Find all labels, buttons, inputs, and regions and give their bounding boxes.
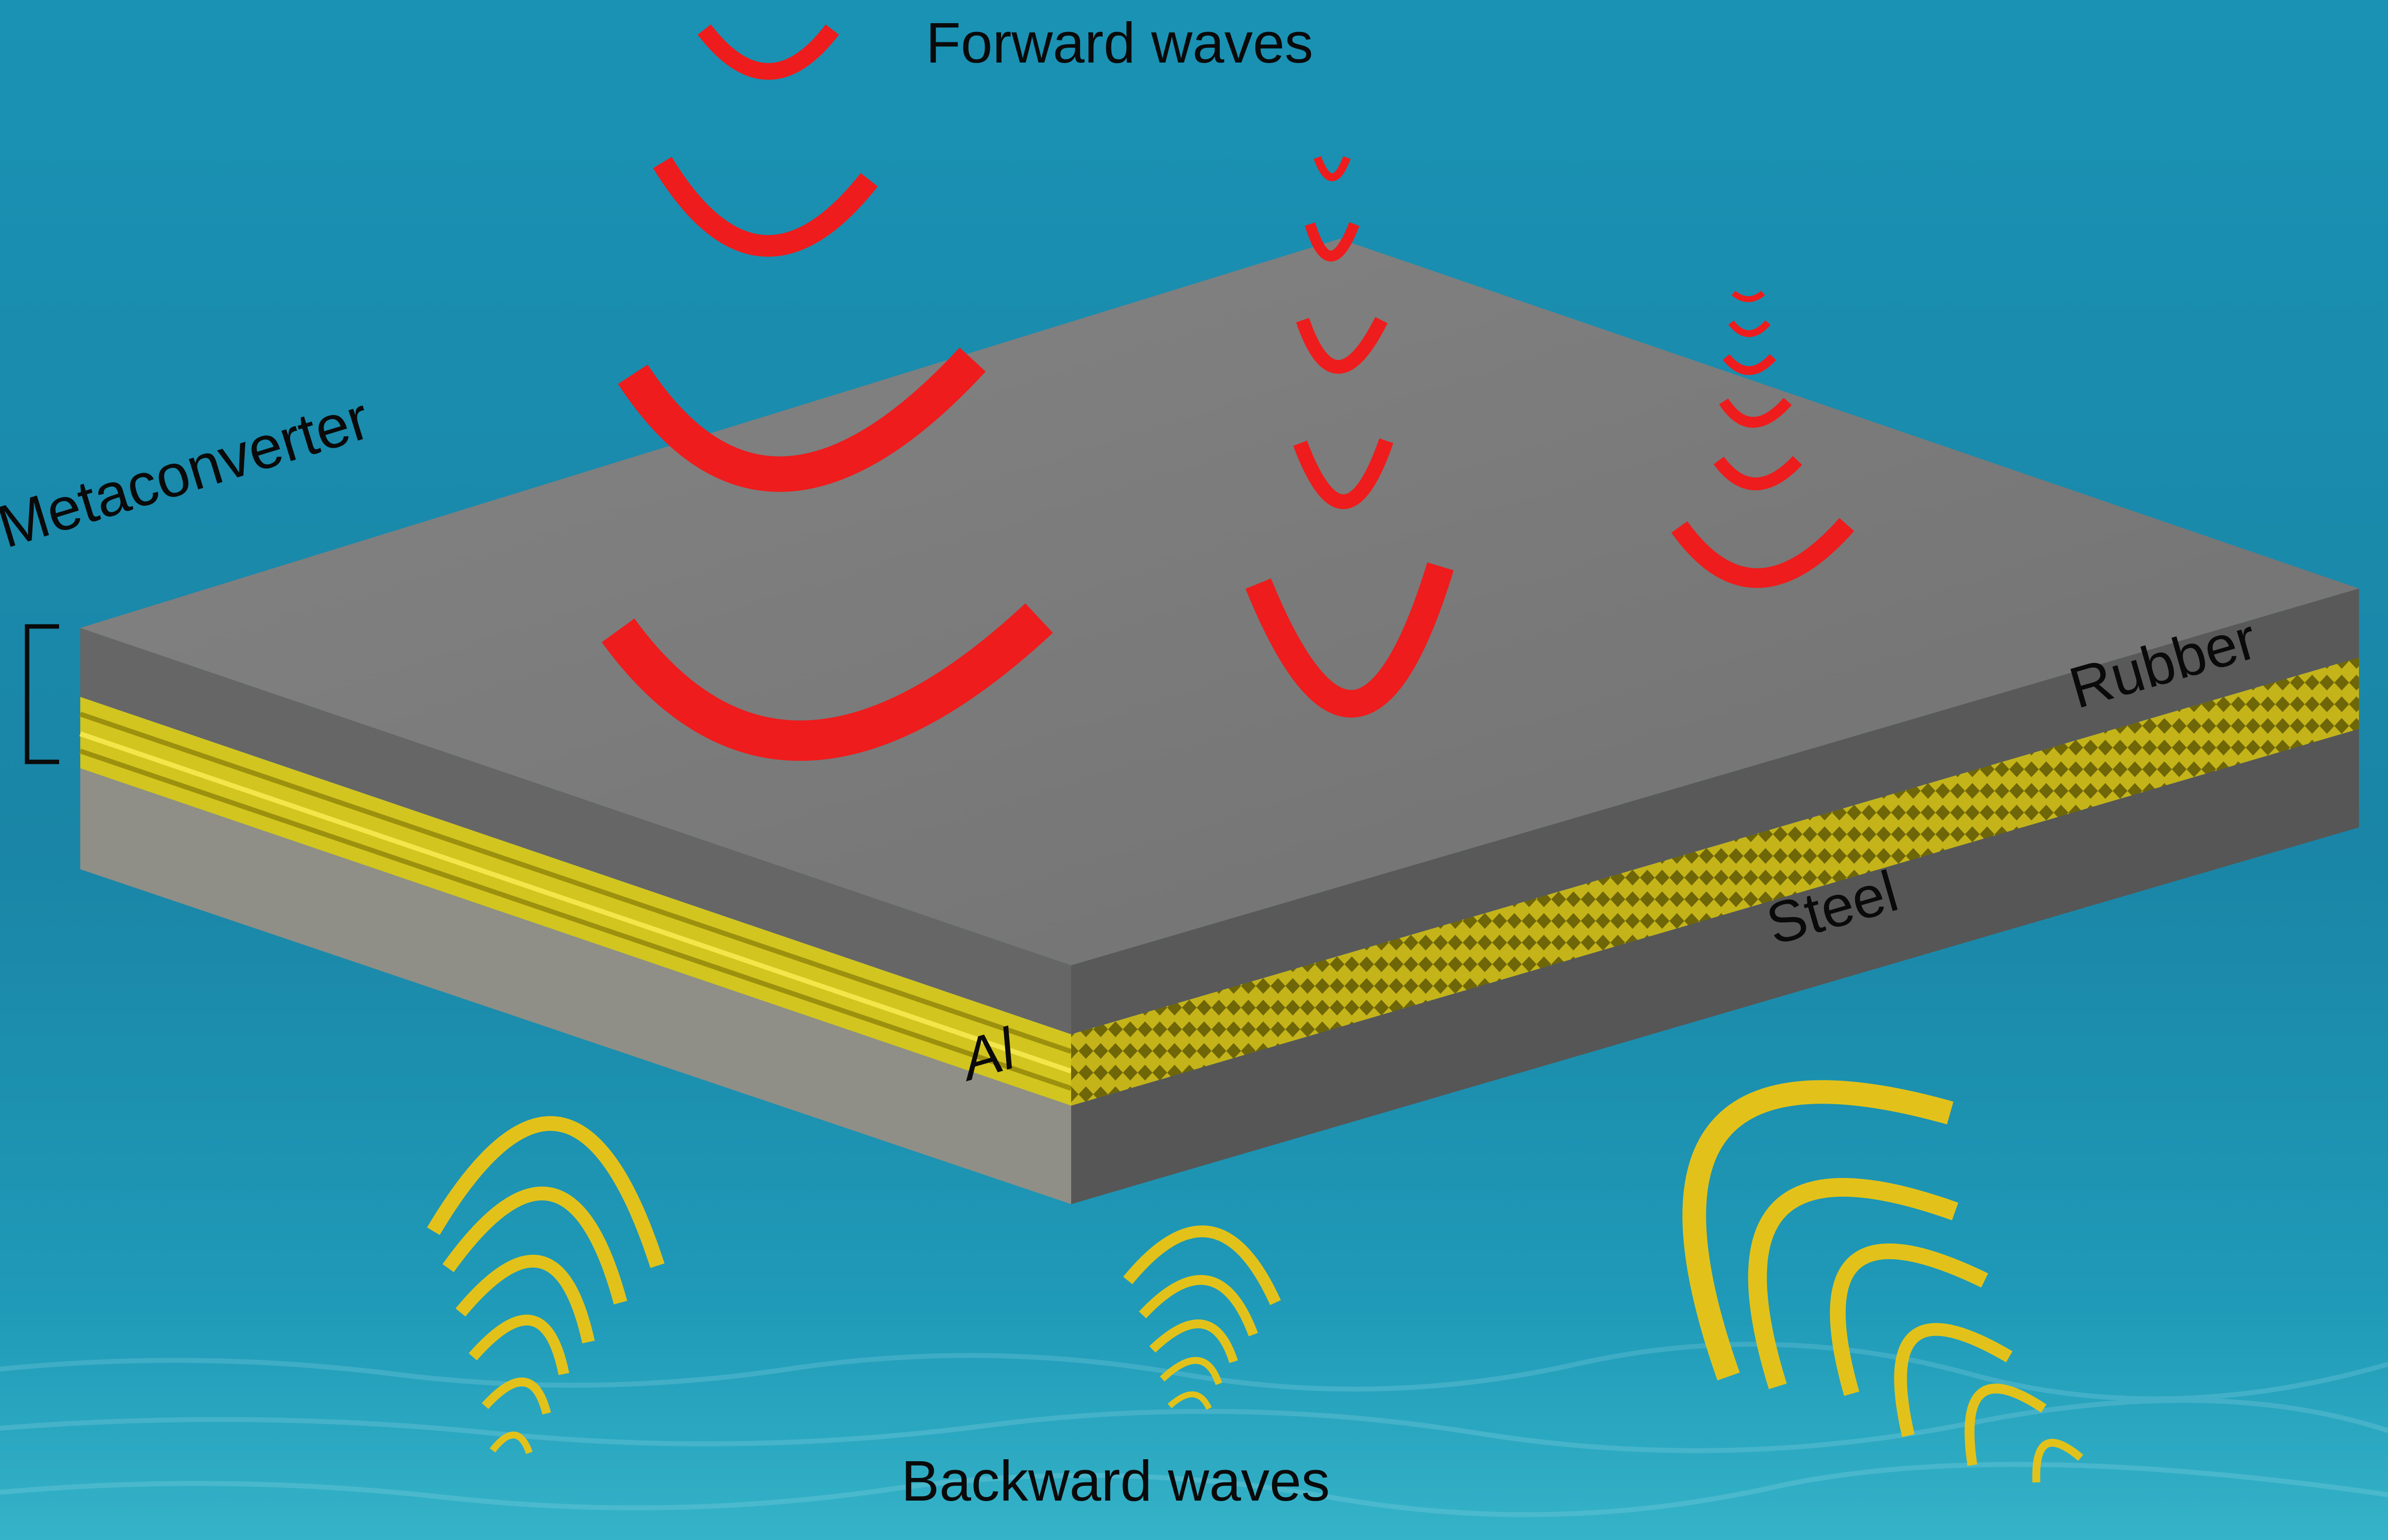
backward-wave bbox=[1160, 1357, 1222, 1385]
rubber-layer bbox=[80, 239, 2359, 1034]
al-layer bbox=[79, 657, 2359, 1106]
backward-wave bbox=[2032, 1439, 2084, 1483]
backward-wave bbox=[490, 1431, 533, 1454]
metaconverter-bracket bbox=[25, 624, 59, 764]
rubber-top-face bbox=[80, 239, 2359, 965]
forward-wave bbox=[1305, 222, 1360, 262]
forward-wave bbox=[1723, 354, 1776, 375]
backward-waves bbox=[427, 1080, 2084, 1483]
forward-wave bbox=[1713, 456, 1802, 491]
forward-wave bbox=[601, 603, 1053, 761]
forward-waves bbox=[601, 24, 1854, 761]
backward-wave bbox=[1830, 1243, 1989, 1396]
backward-wave bbox=[1682, 1080, 1954, 1380]
backward-wave bbox=[442, 1186, 627, 1305]
backward-wave bbox=[1167, 1391, 1212, 1410]
forward-wave bbox=[1296, 317, 1388, 374]
forward-wave bbox=[1732, 291, 1765, 302]
backward-wave bbox=[1139, 1275, 1258, 1337]
steel-layer bbox=[80, 729, 2359, 1204]
forward-wave bbox=[1719, 397, 1792, 428]
forward-wave bbox=[653, 157, 878, 257]
backward-wave bbox=[455, 1254, 595, 1343]
water-ripples bbox=[0, 1342, 2388, 1517]
forward-wave bbox=[1313, 156, 1351, 181]
forward-wave bbox=[1728, 320, 1771, 337]
forward-wave bbox=[1671, 518, 1854, 588]
backward-wave bbox=[427, 1116, 665, 1268]
backward-wave bbox=[482, 1377, 551, 1415]
forward-wave bbox=[618, 347, 986, 492]
backward-waves-label: Backward waves bbox=[901, 1449, 1330, 1513]
backward-wave bbox=[1964, 1383, 2047, 1466]
forward-wave bbox=[1245, 562, 1454, 718]
forward-waves-label: Forward waves bbox=[926, 11, 1313, 75]
backward-wave bbox=[1123, 1225, 1281, 1305]
forward-wave bbox=[1293, 438, 1394, 509]
forward-wave bbox=[697, 24, 839, 80]
backward-wave bbox=[1894, 1323, 2013, 1437]
backward-wave bbox=[1149, 1319, 1238, 1363]
backward-wave bbox=[468, 1314, 569, 1376]
backward-wave bbox=[1748, 1178, 1959, 1389]
